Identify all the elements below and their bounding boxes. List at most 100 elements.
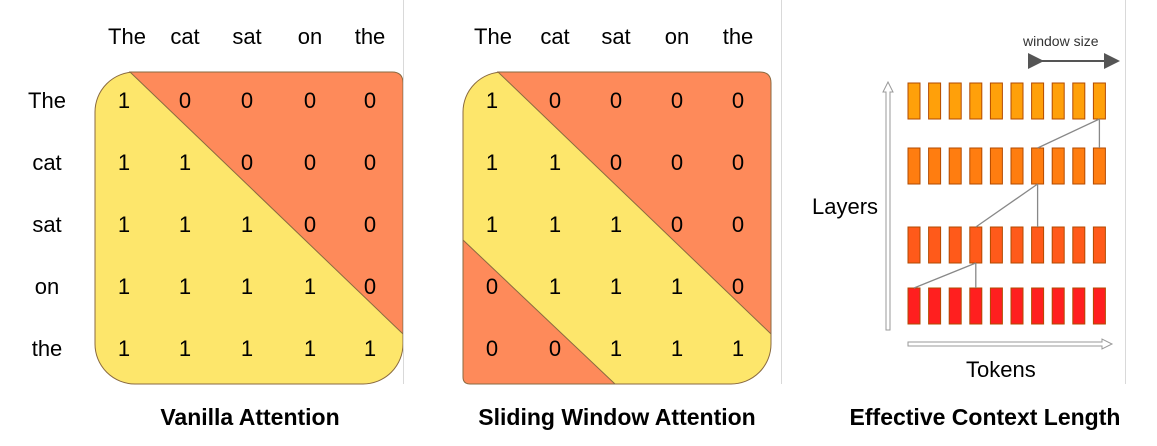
matrix-cell: 1 (178, 336, 192, 361)
matrix-cell: 0 (363, 88, 377, 113)
token-block (969, 147, 983, 185)
token-block (1010, 287, 1024, 325)
matrix-cell: 1 (117, 336, 131, 361)
row-header-3: sat (32, 212, 62, 237)
token-block (1031, 147, 1045, 185)
token-block (907, 226, 921, 264)
column-header-5: the (722, 24, 754, 49)
matrix-cell: 0 (609, 88, 623, 113)
matrix-cell: 1 (485, 212, 499, 237)
token-block (1010, 226, 1024, 264)
matrix-cell: 1 (178, 274, 192, 299)
matrix-cell: 1 (240, 274, 254, 299)
token-block (969, 287, 983, 325)
token-block (928, 226, 942, 264)
column-header-2: cat (170, 24, 200, 49)
token-block (1051, 82, 1065, 120)
matrix-cell: 0 (485, 274, 499, 299)
token-block (989, 147, 1003, 185)
matrix-cell: 1 (609, 336, 623, 361)
token-block (1092, 287, 1106, 325)
token-block (907, 147, 921, 185)
matrix-cell: 0 (363, 274, 377, 299)
column-header-4: on (664, 24, 690, 49)
matrix-cell: 1 (303, 274, 317, 299)
matrix-cell: 1 (363, 336, 377, 361)
row-header-5: the (31, 336, 63, 361)
matrix-cell: 1 (117, 88, 131, 113)
token-block (907, 82, 921, 120)
token-block (989, 82, 1003, 120)
matrix-cell: 0 (303, 212, 317, 237)
token-block (948, 287, 962, 325)
matrix-cell: 0 (548, 336, 562, 361)
token-block (1072, 82, 1086, 120)
effective-context-caption: Effective Context Length (849, 404, 1121, 430)
matrix-cell: 0 (178, 88, 192, 113)
matrix-cell: 1 (240, 212, 254, 237)
token-block (948, 82, 962, 120)
token-block (969, 226, 983, 264)
matrix-cell: 0 (670, 212, 684, 237)
matrix-cell: 1 (117, 274, 131, 299)
token-block (1051, 287, 1065, 325)
matrix-cell: 1 (548, 150, 562, 175)
token-block (1051, 226, 1065, 264)
token-block (948, 147, 962, 185)
matrix-cell: 0 (670, 150, 684, 175)
token-block (928, 82, 942, 120)
matrix-cell: 0 (240, 88, 254, 113)
matrix-cell: 0 (240, 150, 254, 175)
token-block (989, 226, 1003, 264)
matrix-cell: 0 (731, 274, 745, 299)
matrix-cell: 0 (731, 88, 745, 113)
token-block (1092, 147, 1106, 185)
token-block (907, 287, 921, 325)
token-block (1072, 226, 1086, 264)
matrix-cell: 1 (670, 336, 684, 361)
matrix-cell: 0 (670, 88, 684, 113)
divider (403, 0, 404, 384)
matrix-cell: 1 (178, 212, 192, 237)
tokens-axis-arrow (907, 338, 1114, 350)
token-block (1010, 82, 1024, 120)
receptive-field-line (975, 183, 1038, 228)
matrix-cell: 1 (609, 274, 623, 299)
matrix-cell: 1 (117, 150, 131, 175)
column-header-3: sat (601, 24, 631, 49)
token-block (1072, 147, 1086, 185)
effective-context-diagram (882, 53, 1120, 350)
matrix-cell: 0 (609, 150, 623, 175)
matrix-cell: 1 (240, 336, 254, 361)
divider (1125, 0, 1126, 384)
column-header-3: sat (232, 24, 262, 49)
matrix-cell: 0 (303, 88, 317, 113)
token-block (1031, 287, 1045, 325)
sliding-window-matrix-bg (462, 71, 772, 385)
column-header-4: on (297, 24, 323, 49)
matrix-cell: 0 (303, 150, 317, 175)
matrix-cell: 1 (548, 274, 562, 299)
effective-context-panel: window size Layers Tokens Effective Cont… (790, 0, 1157, 446)
matrix-cell: 0 (731, 212, 745, 237)
matrix-cell: 1 (178, 150, 192, 175)
vanilla-attention-caption: Vanilla Attention (160, 404, 340, 430)
matrix-cell: 1 (303, 336, 317, 361)
token-block (1031, 226, 1045, 264)
matrix-cell: 0 (548, 88, 562, 113)
matrix-cell: 0 (363, 150, 377, 175)
row-header-2: cat (32, 150, 62, 175)
matrix-cell: 1 (548, 212, 562, 237)
row-header-1: The (28, 88, 66, 113)
matrix-cell: 1 (731, 336, 745, 361)
sliding-window-attention-caption: Sliding Window Attention (478, 404, 756, 430)
token-block (1072, 287, 1086, 325)
window-size-label: window size (1023, 33, 1099, 49)
receptive-field-line (1037, 118, 1100, 149)
receptive-field-line (913, 262, 977, 289)
matrix-cell: 0 (363, 212, 377, 237)
token-block (969, 82, 983, 120)
token-block (1051, 147, 1065, 185)
